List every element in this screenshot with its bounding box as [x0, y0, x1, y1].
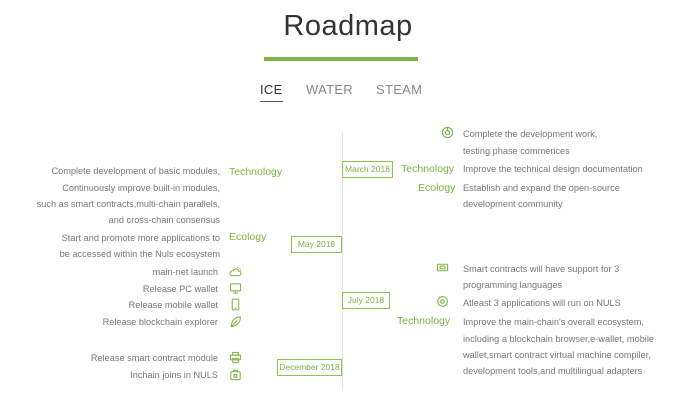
right-apps-text: Atleast 3 applications will run on NULS — [463, 298, 621, 308]
left-technology-label: Technology — [229, 166, 283, 178]
mobile-phone-icon — [229, 298, 242, 311]
milestone-pc-wallet: Release PC wallet — [142, 284, 218, 294]
milestone-mainnet-launch: main-net launch — [152, 267, 218, 277]
right-tech2-line-1: Improve the main-chain's overall ecosyst… — [463, 317, 644, 327]
left-tech-line-3: such as smart contracts,multi-chain para… — [36, 199, 220, 209]
left-tech-line-4: and cross-chain consensus — [108, 215, 220, 225]
timeline-axis — [342, 133, 343, 391]
roadmap-tabs: ICE WATER STEAM — [0, 82, 696, 102]
date-december-2018: December 2018 — [277, 359, 342, 376]
card-icon — [436, 261, 449, 274]
milestone-inchain-joins: Inchain joins in NULS — [130, 370, 218, 380]
page-title: Roadmap — [283, 10, 413, 42]
date-july-2018: July 2018 — [342, 292, 390, 309]
title-underline — [264, 57, 418, 61]
milestone-mobile-wallet: Release mobile wallet — [128, 300, 218, 310]
target-icon — [436, 295, 449, 308]
right-tech2-line-3: wallet,smart contract virtual machine co… — [463, 350, 651, 360]
bag-icon — [229, 368, 242, 381]
right-eco-line-1: Establish and expand the open-source — [463, 183, 620, 193]
tab-steam[interactable]: STEAM — [376, 82, 423, 97]
left-eco-line-1: Start and promote more applications to — [61, 233, 220, 243]
right-tech2-line-2: including a blockchain browser,e-wallet,… — [463, 334, 654, 344]
milestone-blockchain-explorer: Release blockchain explorer — [102, 317, 218, 327]
right-smart-line-1: Smart contracts will have support for 3 — [463, 264, 620, 274]
printer-icon — [229, 351, 242, 364]
right-dev-line-1: Complete the development work, — [463, 129, 598, 139]
tab-ice[interactable]: ICE — [260, 82, 283, 102]
right-eco-line-2: development community — [463, 199, 563, 209]
right-technology2-label: Technology — [397, 315, 451, 327]
ring-icon — [441, 126, 454, 139]
left-tech-line-1: Complete development of basic modules, — [51, 166, 220, 176]
right-technology-label: Technology — [401, 163, 455, 175]
milestone-smart-contract-module: Release smart contract module — [90, 353, 218, 363]
right-dev-line-2: testing phase commences — [463, 146, 570, 156]
right-smart-line-2: programming languages — [463, 280, 563, 290]
tab-water[interactable]: WATER — [306, 82, 353, 97]
right-tech2-line-4: development tools,and multilingual adapt… — [463, 366, 643, 376]
left-tech-line-2: Continuously improve built-in modules, — [62, 183, 220, 193]
monitor-icon — [229, 282, 242, 295]
cloud-sun-icon — [229, 265, 242, 278]
left-ecology-label: Ecology — [229, 231, 267, 243]
date-march-2018: March 2018 — [342, 161, 393, 178]
right-ecology-label: Ecology — [418, 182, 456, 194]
leaf-icon — [229, 315, 242, 328]
date-may-2018: May 2018 — [291, 236, 342, 253]
right-tech-text: Improve the technical design documentati… — [463, 164, 643, 174]
left-eco-line-2: be accessed within the Nuls ecosystem — [59, 249, 220, 259]
